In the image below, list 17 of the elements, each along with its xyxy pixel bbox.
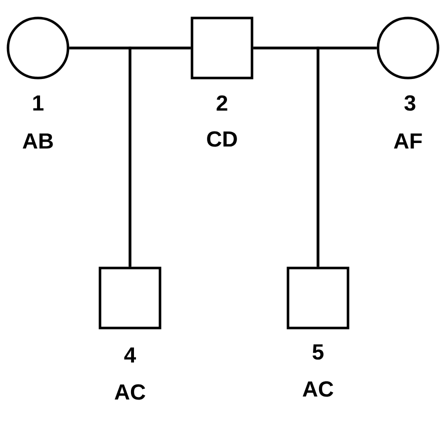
person-number: 1 — [33, 95, 44, 111]
person-square — [286, 266, 350, 330]
genotype-label: CD — [207, 131, 237, 147]
genotype-label: AC — [302, 381, 334, 397]
genotype-label: AB — [22, 133, 53, 149]
person-circle — [6, 16, 70, 80]
person-number: 3 — [404, 95, 416, 111]
descent-line — [316, 46, 377, 267]
person-number: 2 — [216, 95, 228, 111]
genotype-label: AC — [114, 384, 146, 400]
descent-line — [128, 46, 191, 267]
person-circle — [376, 16, 440, 80]
person-square — [98, 266, 162, 330]
person-number: 5 — [312, 344, 324, 360]
person-square — [190, 16, 254, 80]
person-number: 4 — [124, 347, 136, 363]
genotype-label: AF — [394, 133, 422, 149]
